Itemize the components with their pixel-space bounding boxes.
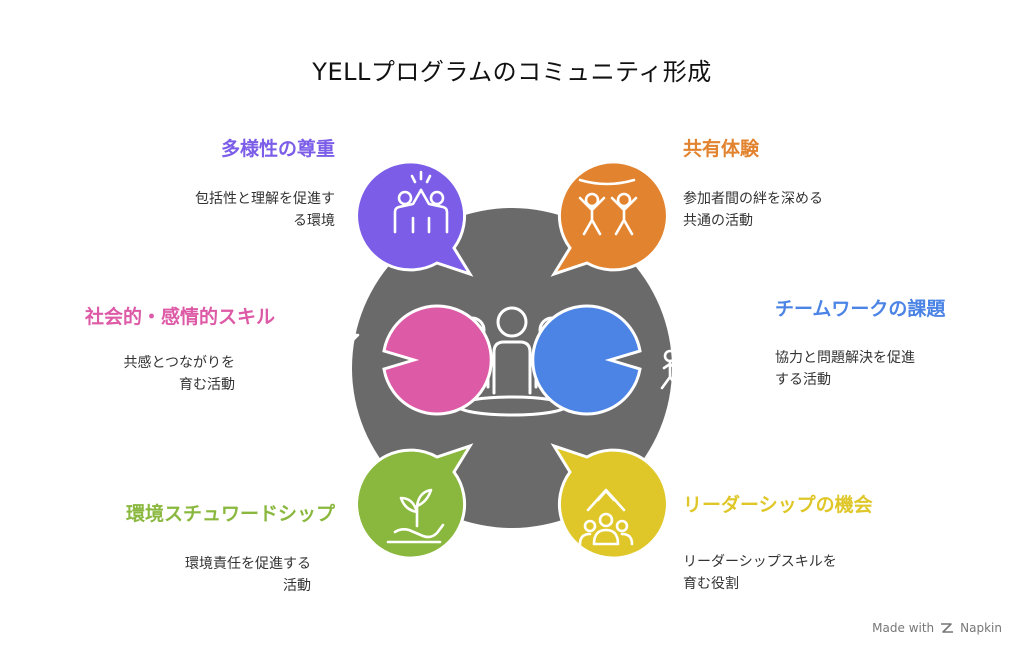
desc-leadership: リーダーシップスキルを 育む役割 xyxy=(683,551,837,595)
label-social: 社会的・感情的スキル xyxy=(84,306,275,328)
label-teamwork: チームワークの課題 xyxy=(775,298,946,320)
made-with-napkin[interactable]: Made with Napkin xyxy=(872,621,1002,635)
desc-social-line2: 育む活動 xyxy=(179,377,235,393)
desc-diversity-line2: る環境 xyxy=(293,213,335,229)
label-leadership: リーダーシップの機会 xyxy=(683,494,873,516)
label-environment: 環境スチュワードシップ xyxy=(125,503,335,525)
napkin-logo-icon xyxy=(941,623,954,633)
desc-teamwork-line1: 協力と問題解決を促進 xyxy=(775,350,915,366)
desc-diversity-line1: 包括性と理解を促進す xyxy=(195,191,335,207)
desc-social: 共感とつながりを 育む活動 xyxy=(124,352,235,396)
desc-social-line1: 共感とつながりを xyxy=(123,355,235,371)
label-diversity: 多様性の尊重 xyxy=(220,138,335,160)
petal-teamwork xyxy=(531,304,642,416)
high-five-icon xyxy=(393,170,449,234)
desc-environment-line1: 環境責任を促進する xyxy=(185,556,311,572)
group-growth-icon xyxy=(578,488,634,546)
petal-social xyxy=(382,304,493,416)
made-with-text: Made with xyxy=(872,621,935,635)
desc-shared: 参加者間の絆を深める 共通の活動 xyxy=(683,188,823,232)
hands-heart-icon xyxy=(304,333,360,394)
label-shared: 共有体験 xyxy=(683,138,760,160)
central-hub xyxy=(352,208,672,528)
desc-environment-line2: 活動 xyxy=(283,578,311,594)
desc-environment: 環境責任を促進する 活動 xyxy=(185,553,311,597)
desc-teamwork-line2: する活動 xyxy=(775,372,831,388)
hiker-tree-icon xyxy=(660,336,726,392)
desc-leadership-line1: リーダーシップスキルを xyxy=(683,554,837,570)
desc-diversity: 包括性と理解を促進す る環境 xyxy=(195,188,335,232)
napkin-brand: Napkin xyxy=(960,621,1002,635)
celebrating-people-icon xyxy=(578,178,638,236)
desc-shared-line1: 参加者間の絆を深める xyxy=(683,191,823,207)
desc-shared-line2: 共通の活動 xyxy=(683,213,753,229)
hand-sprout-icon xyxy=(386,488,445,544)
page-title: YELLプログラムのコミュニティ形成 xyxy=(312,58,712,86)
petal-leadership xyxy=(550,443,669,560)
desc-leadership-line2: 育む役割 xyxy=(683,576,739,592)
desc-teamwork: 協力と問題解決を促進 する活動 xyxy=(775,347,915,391)
petal-shared xyxy=(550,160,669,277)
